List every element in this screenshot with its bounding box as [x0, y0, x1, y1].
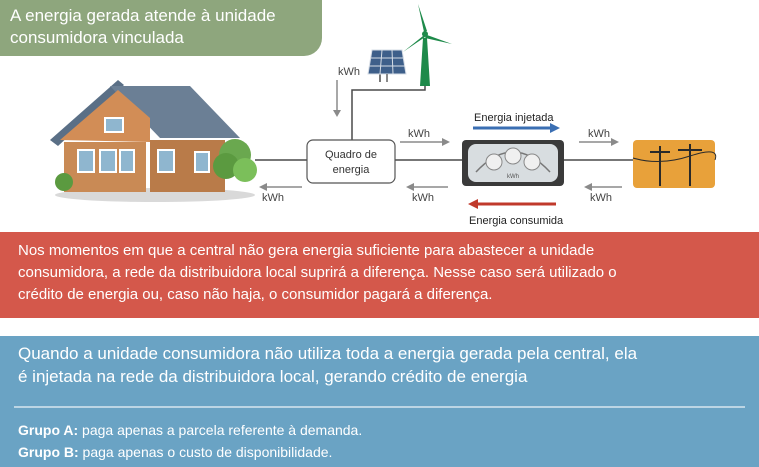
- deficit-text-line-1: Nos momentos em que a central não gera e…: [18, 242, 595, 259]
- deficit-text-line-3: crédito de energia ou, caso não haja, o …: [18, 286, 493, 303]
- quadro-label-1: Quadro de: [325, 149, 377, 161]
- group-b-text: paga apenas o custo de disponibilidade.: [78, 444, 333, 460]
- deficit-text-line-2: consumidora, a rede da distribuidora loc…: [18, 264, 617, 281]
- credit-text-line-1: Quando a unidade consumidora não utiliza…: [18, 344, 638, 363]
- house-icon: [50, 80, 257, 202]
- energy-flow-diagram: kWh Quadro de energia kWh kWh kWh kWh kW…: [50, 4, 717, 227]
- injected-energy-label: Energia injetada: [474, 112, 554, 124]
- consumed-arrow-head: [468, 199, 478, 209]
- group-a-item: Grupo A: paga apenas a parcela referente…: [18, 421, 362, 439]
- energy-panel-box: Quadro de energia: [306, 139, 396, 184]
- credit-text-line-2: é injetada na rede da distribuidora loca…: [18, 367, 528, 386]
- kwh-label-meter-to-quadro: kWh: [412, 192, 434, 204]
- title-line-1: A energia gerada atende à unidade: [10, 6, 276, 25]
- generation-kwh-label: kWh: [338, 66, 360, 78]
- credit-info-box: Quando a unidade consumidora não utiliza…: [0, 336, 759, 467]
- credit-heading: Quando a unidade consumidora não utiliza…: [0, 336, 759, 388]
- group-b-item: Grupo B: paga apenas o custo de disponib…: [18, 443, 332, 461]
- wind-turbine-icon: [403, 4, 452, 86]
- injected-arrow-head: [550, 123, 560, 133]
- utility-grid-icon: [632, 140, 717, 188]
- deficit-info-box: Nos momentos em que a central não gera e…: [0, 232, 759, 318]
- svg-text:kWh: kWh: [507, 174, 519, 180]
- quadro-label-2: energia: [333, 164, 371, 176]
- energy-meter-icon: kWh: [462, 140, 564, 186]
- title-line-2: consumidora vinculada: [10, 28, 184, 47]
- kwh-label-quadro-to-meter: kWh: [408, 128, 430, 140]
- solar-panel-icon: [367, 49, 407, 82]
- divider: [14, 406, 745, 408]
- consumed-energy-label: Energia consumida: [469, 215, 564, 227]
- kwh-label-to-house: kWh: [262, 192, 284, 204]
- group-a-label: Grupo A:: [18, 422, 79, 438]
- kwh-label-grid-to-meter: kWh: [590, 192, 612, 204]
- group-b-label: Grupo B:: [18, 444, 79, 460]
- group-a-text: paga apenas a parcela referente à demand…: [78, 422, 363, 438]
- title-box: A energia gerada atende à unidade consum…: [0, 0, 322, 56]
- kwh-label-meter-to-grid: kWh: [588, 128, 610, 140]
